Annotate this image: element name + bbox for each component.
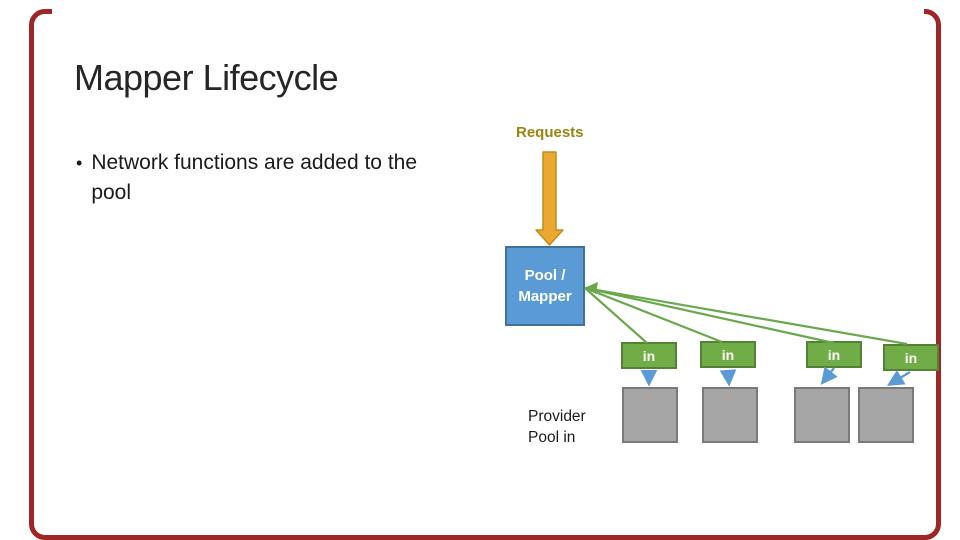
pool-label-line2: Mapper (518, 288, 572, 305)
provider-pool-label-line2: Pool in (528, 429, 576, 446)
provider-node (702, 387, 758, 443)
in-node: in (806, 341, 862, 368)
in-node: in (700, 341, 756, 368)
pool-label-line1: Pool / (524, 267, 566, 284)
pool-mapper-node: Pool / Mapper (505, 246, 585, 326)
in-node: in (621, 342, 677, 369)
provider-node (622, 387, 678, 443)
in-node: in (883, 344, 939, 371)
bullet-item: • Network functions are added to the poo… (76, 148, 430, 208)
provider-node (858, 387, 914, 443)
requests-label: Requests (516, 124, 584, 141)
provider-pool-label: Provider Pool in (528, 406, 586, 448)
bullet-text: Network functions are added to the pool (91, 151, 418, 204)
provider-pool-label-line1: Provider (528, 408, 586, 425)
provider-node (794, 387, 850, 443)
page-title: Mapper Lifecycle (74, 57, 339, 98)
bullet-glyph: • (76, 153, 83, 173)
slide-border-top-cover (52, 0, 924, 20)
